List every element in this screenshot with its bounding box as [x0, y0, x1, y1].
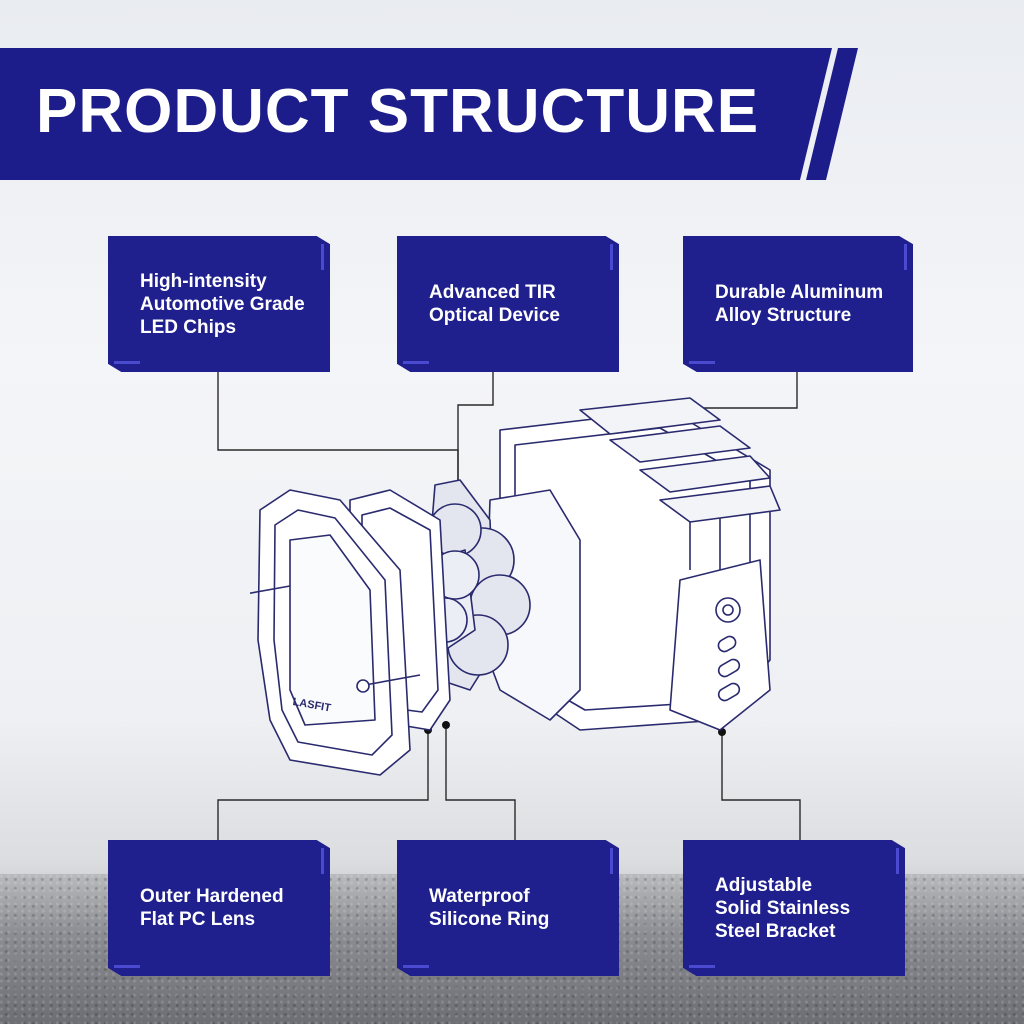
callout-aluminum: Durable Aluminum Alloy Structure — [683, 236, 913, 372]
callout-tir-optic: Advanced TIR Optical Device — [397, 236, 619, 372]
callout-line: Silicone Ring — [429, 909, 550, 930]
callout-line: Flat PC Lens — [140, 909, 256, 930]
callout-line: Solid Stainless — [715, 897, 851, 919]
front-bezel: LASFIT — [257, 489, 411, 776]
leader-silicone-ring — [445, 725, 516, 840]
callout-line: Adjustable — [715, 874, 813, 896]
screws — [250, 585, 421, 693]
callout-line: Outer Hardened — [140, 886, 284, 907]
callout-line: Optical Device — [429, 305, 560, 326]
title-banner: PRODUCT STRUCTURE — [0, 48, 860, 180]
leader-pc-lens — [217, 730, 429, 840]
callout-line: Advanced TIR — [429, 282, 556, 303]
callout-pc-lens: Outer Hardened Flat PC Lens — [108, 840, 330, 976]
banner-shape — [0, 48, 858, 180]
steel-bracket — [669, 559, 771, 731]
callout-silicone-ring: Waterproof Silicone Ring — [397, 840, 619, 976]
callout-led-chips: High-intensity Automotive Grade LED Chip… — [108, 236, 330, 372]
leader-tir-optic — [457, 370, 494, 530]
callout-line: Alloy Structure — [715, 305, 852, 326]
callout-line: Automotive Grade — [140, 293, 305, 315]
callout-line: LED Chips — [140, 316, 237, 338]
callout-bracket: Adjustable Solid Stainless Steel Bracket — [683, 840, 905, 976]
exploded-product-drawing: LASFIT — [250, 397, 781, 776]
callout-line: Steel Bracket — [715, 920, 836, 942]
callout-line: Durable Aluminum — [715, 282, 884, 303]
leader-bracket — [721, 732, 801, 840]
page-title: PRODUCT STRUCTURE — [36, 77, 760, 146]
leader-aluminum — [688, 370, 798, 409]
callout-line: High-intensity — [140, 270, 267, 292]
dot-silicone-ring — [442, 721, 450, 729]
callout-line: Waterproof — [429, 886, 530, 907]
